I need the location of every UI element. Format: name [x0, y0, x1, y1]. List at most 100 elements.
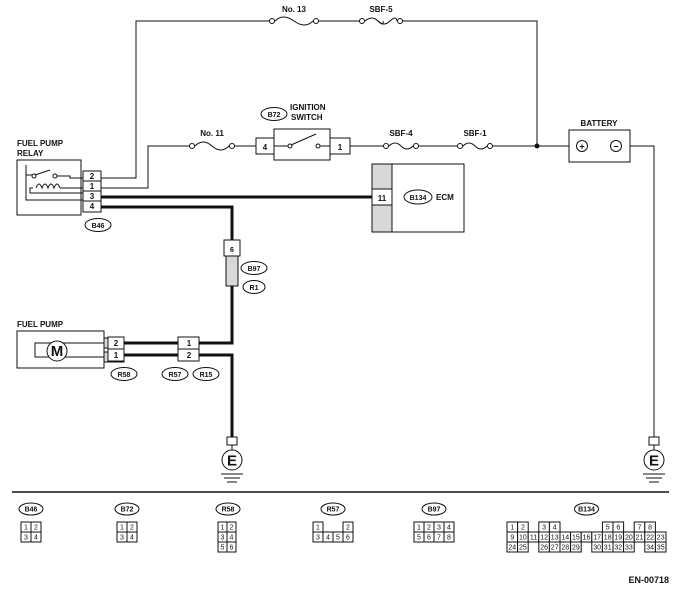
connector-pin-number: 2: [427, 525, 431, 532]
connector-pin-number: 24: [508, 545, 516, 552]
top-circuit-wire: [101, 20, 538, 179]
relay-pin-4: 4: [90, 202, 95, 211]
fuse-sbf1-label: SBF-1: [463, 129, 487, 138]
relay-to-ecm-wire: [101, 195, 372, 345]
ign-pin-4: 4: [263, 143, 268, 152]
fuel-pump-relay: FUEL PUMP RELAY 2 1 3 4 B46: [16, 139, 112, 232]
fuse-no11-label: No. 11: [200, 129, 224, 138]
connector-pin-number: 4: [553, 525, 557, 532]
connector-pin-number: 1: [316, 525, 320, 532]
connector-view-badge: [215, 502, 241, 516]
connector-pin-number: 3: [437, 525, 441, 532]
pump-pin-1: 1: [114, 351, 119, 360]
ign-pin-1: 1: [338, 143, 343, 152]
b97-pin-6: 6: [230, 247, 234, 254]
connector-pin-number: 34: [646, 545, 654, 552]
connector-pin-number: 23: [657, 535, 665, 542]
connector-pin-number: 7: [638, 525, 642, 532]
pump-wires: [124, 341, 234, 437]
connector-pin-number: 17: [593, 535, 601, 542]
battery-minus: −: [613, 142, 618, 152]
connector-b97-r1: 6 B97 R1: [223, 239, 268, 294]
relay-pin-1: 1: [90, 182, 95, 191]
relay-pin-2: 2: [90, 172, 95, 181]
fuse-sbf1: SBF-1: [457, 129, 493, 150]
connector-pin-number: 28: [561, 545, 569, 552]
connector-pin-number: 31: [604, 545, 612, 552]
connector-pin-number: 35: [657, 545, 665, 552]
ignition-circuit-wire: [101, 143, 569, 189]
connector-pin-cell: [443, 531, 455, 543]
connector-b134-label: B134: [410, 195, 427, 202]
ground-left: E: [221, 436, 243, 483]
connector-pin-number: 11: [530, 535, 537, 542]
ignition-switch-label-2: SWITCH: [291, 113, 323, 122]
connector-pin-number: 6: [230, 545, 234, 552]
pump-pin-2: 2: [114, 339, 119, 348]
connector-pin-number: 4: [130, 535, 134, 542]
connector-pin-number: 5: [221, 545, 225, 552]
connector-r57-label: R57: [169, 372, 182, 379]
connector-view-badge: [421, 502, 447, 516]
connector-r15-label: R15: [200, 372, 213, 379]
connector-pin-number: 3: [221, 535, 225, 542]
connector-r58-label: R58: [118, 372, 131, 379]
connector-pin-number: 4: [34, 535, 38, 542]
connector-pin-cell: [342, 531, 354, 543]
fuse-sbf5-label: SBF-5: [369, 5, 393, 14]
connector-pin-number: 22: [646, 535, 654, 542]
connector-pin-number: 1: [120, 525, 124, 532]
connector-pin-number: 10: [519, 535, 527, 542]
connector-pin-number: 8: [447, 535, 451, 542]
fuse-no11: No. 11: [189, 129, 235, 151]
connector-view-badge: [18, 502, 44, 516]
connector-pin-number: 19: [614, 535, 622, 542]
connector-pin-number: 5: [417, 535, 421, 542]
connector-pin-number: 5: [606, 525, 610, 532]
connector-pin-number: 32: [614, 545, 622, 552]
connector-pin-number: 15: [572, 535, 580, 542]
motor-label: M: [51, 343, 64, 360]
connector-pin-number: 2: [346, 525, 350, 532]
connector-view-name: B97: [428, 507, 441, 514]
connector-pin-number: 3: [316, 535, 320, 542]
connector-pin-number: 6: [427, 535, 431, 542]
connector-pin-cell: [126, 531, 138, 543]
r57-pin-1: 1: [187, 339, 192, 348]
fuel-pump-relay-label-1: FUEL PUMP: [17, 139, 64, 148]
connector-b72-label: B72: [268, 112, 281, 119]
battery-plus: +: [579, 142, 584, 152]
connector-pin-cell: [517, 541, 529, 553]
battery-label: BATTERY: [581, 119, 619, 128]
connector-pin-number: 25: [519, 545, 527, 552]
battery: + − BATTERY: [568, 119, 655, 437]
ecm: 11 B134 ECM: [371, 163, 465, 233]
connector-pin-number: 1: [510, 525, 514, 532]
fuel-pump-relay-label-2: RELAY: [17, 149, 44, 158]
connector-pin-number: 30: [593, 545, 601, 552]
connector-pin-number: 2: [521, 525, 525, 532]
fuse-no13: No. 13: [269, 5, 319, 26]
connector-pin-number: 14: [561, 535, 569, 542]
connector-b97-label: B97: [248, 266, 261, 273]
connector-view-name: B72: [121, 507, 134, 514]
junction-dot: [534, 143, 540, 149]
connector-view-name: B134: [578, 507, 595, 514]
connector-pin-cell: [570, 541, 582, 553]
connector-pin-cell: [226, 541, 237, 553]
connector-pin-number: 27: [551, 545, 559, 552]
ground-right: E: [643, 436, 665, 483]
connector-pin-number: 2: [230, 525, 234, 532]
connector-pin-number: 8: [648, 525, 652, 532]
connector-pin-number: 33: [625, 545, 633, 552]
connector-view-name: B46: [25, 507, 38, 514]
r57-pin-2: 2: [187, 351, 192, 360]
connector-pin-number: 3: [120, 535, 124, 542]
connector-pin-number: 3: [542, 525, 546, 532]
connector-r1-label: R1: [250, 285, 259, 292]
fuel-pump-label: FUEL PUMP: [17, 320, 64, 329]
connector-pin-number: 1: [417, 525, 421, 532]
connector-pin-number: 20: [625, 535, 633, 542]
